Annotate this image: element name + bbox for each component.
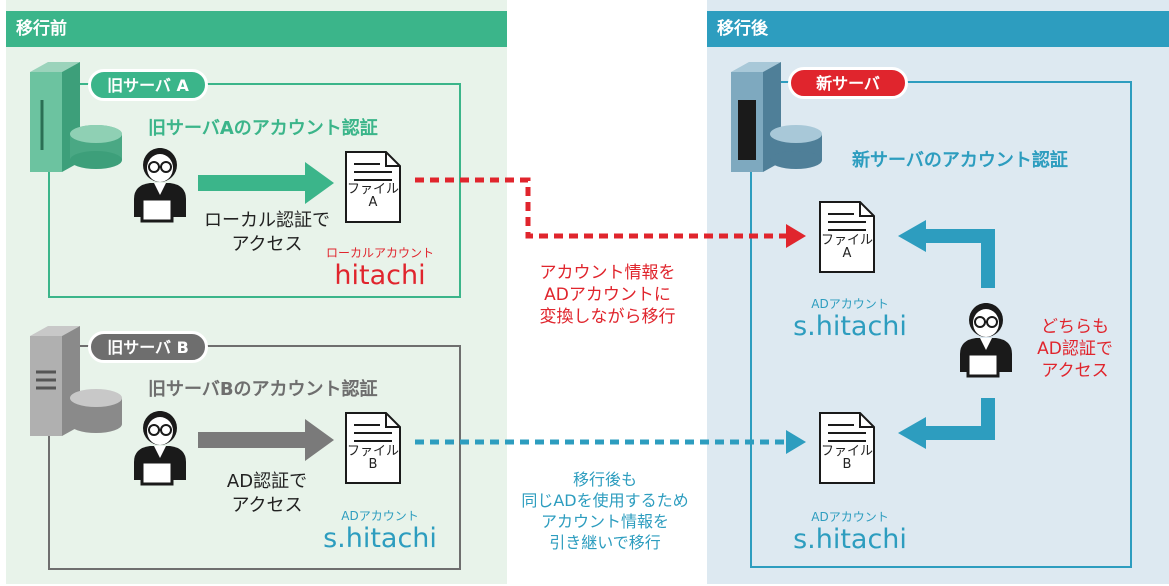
migration-b-line3: アカウント情報を bbox=[540, 512, 669, 531]
access-arrow-new-b bbox=[922, 398, 995, 440]
account-b-name: s.hitachi bbox=[323, 523, 437, 554]
server-b-box bbox=[48, 345, 461, 570]
user-b-icon bbox=[132, 409, 188, 486]
after-header: 移行後 bbox=[707, 11, 1169, 47]
migration-b-line1: 移行後も bbox=[572, 470, 637, 489]
access-arrow-new-a bbox=[922, 229, 995, 288]
user-new-icon bbox=[958, 301, 1014, 378]
after-panel bbox=[707, 0, 1169, 584]
access-arrow-b bbox=[198, 419, 334, 461]
server-b-title: 旧サーバBのアカウント認証 bbox=[148, 379, 378, 400]
account-new-b-type: ADアカウント bbox=[811, 510, 889, 524]
server-b-access-line1: AD認証で bbox=[226, 471, 308, 492]
file-a-old-label2: A bbox=[368, 195, 378, 210]
new-server-icon bbox=[731, 62, 822, 172]
migration-path-a bbox=[415, 177, 790, 239]
new-server-label: 新サーバ bbox=[788, 67, 908, 99]
new-server-box bbox=[750, 81, 1132, 568]
file-b-old-label1: ファイル bbox=[346, 444, 399, 459]
user-a-icon bbox=[132, 146, 188, 223]
access-arrow-a bbox=[198, 162, 334, 204]
migration-b-line2: 同じADを使用するため bbox=[521, 491, 689, 510]
file-a-old-label1: ファイル bbox=[346, 182, 399, 197]
migration-a-line3: 変換しながら移行 bbox=[539, 307, 676, 327]
file-b-old-label2: B bbox=[368, 457, 378, 472]
new-access-line1: どちらも bbox=[1041, 317, 1109, 337]
server-a-icon bbox=[30, 62, 122, 172]
before-header: 移行前 bbox=[6, 11, 507, 47]
migration-a-line1: アカウント情報を bbox=[539, 263, 676, 283]
before-panel bbox=[6, 0, 507, 584]
file-b-new-label2: B bbox=[842, 457, 852, 472]
account-new-b-name: s.hitachi bbox=[793, 524, 907, 555]
server-a-box bbox=[48, 83, 461, 298]
new-access-line2: AD認証で bbox=[1037, 339, 1113, 359]
server-b-access-line2: アクセス bbox=[231, 495, 303, 516]
migration-b-line4: 引き継いで移行 bbox=[549, 533, 661, 552]
account-a-name: hitachi bbox=[334, 260, 426, 291]
account-new-a-type: ADアカウント bbox=[811, 297, 889, 311]
server-a-access-line1: ローカル認証で bbox=[204, 210, 330, 231]
server-b-label: 旧サーバ B bbox=[88, 331, 208, 363]
server-a-access-line2: アクセス bbox=[231, 234, 303, 255]
account-new-a-name: s.hitachi bbox=[793, 311, 907, 342]
account-b-type: ADアカウント bbox=[341, 509, 419, 523]
file-a-new-label2: A bbox=[842, 246, 852, 261]
account-a-type: ローカルアカウント bbox=[325, 246, 434, 260]
server-a-label: 旧サーバ A bbox=[88, 69, 208, 101]
file-b-new-label1: ファイル bbox=[820, 444, 873, 459]
server-a-title: 旧サーバAのアカウント認証 bbox=[148, 118, 378, 139]
new-access-line3: アクセス bbox=[1041, 361, 1109, 381]
migration-a-line2: ADアカウントに bbox=[544, 285, 671, 305]
server-b-icon bbox=[30, 326, 122, 436]
new-server-title: 新サーバのアカウント認証 bbox=[852, 150, 1068, 171]
file-a-new-label1: ファイル bbox=[820, 233, 873, 248]
